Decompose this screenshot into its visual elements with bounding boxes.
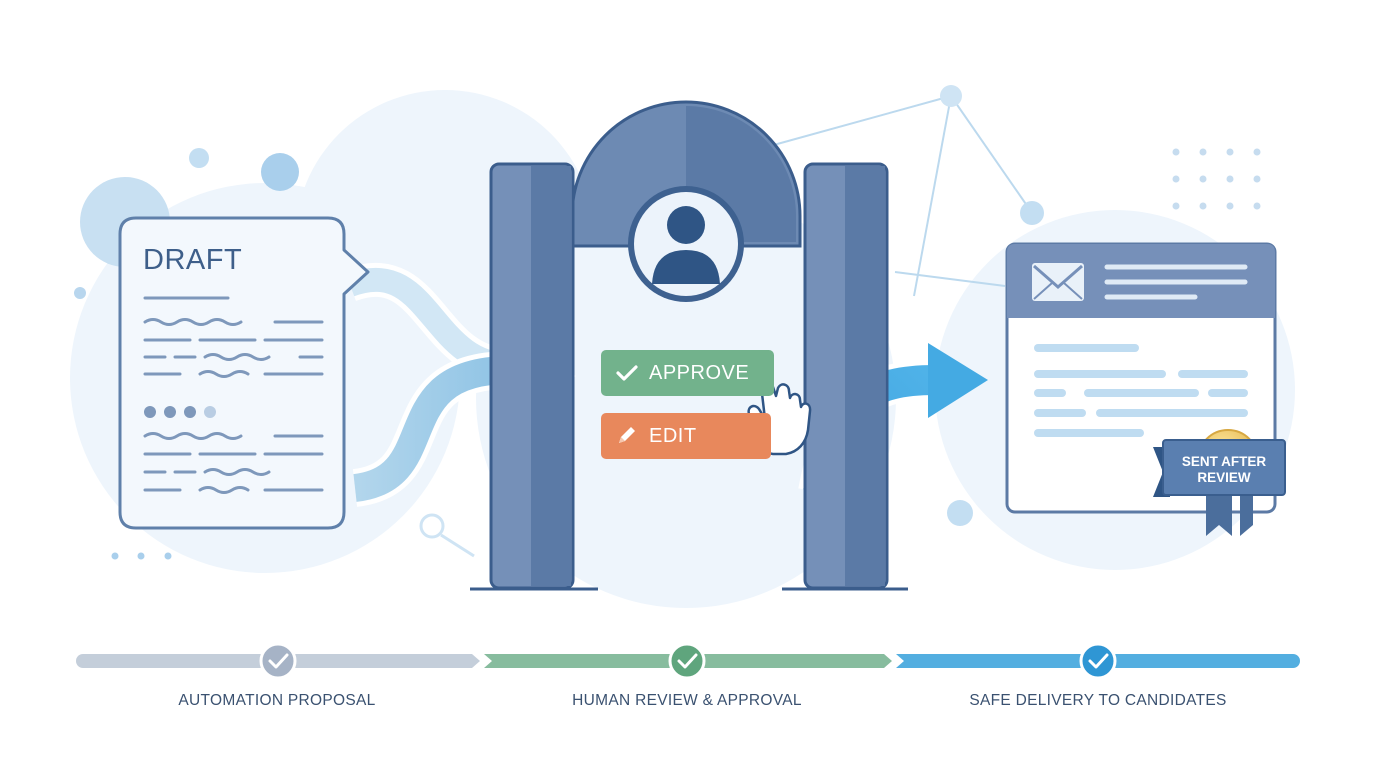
draft-document-card bbox=[118, 216, 370, 530]
edit-button[interactable]: EDIT bbox=[601, 413, 771, 459]
user-avatar-icon bbox=[628, 186, 744, 302]
step-label-automation-proposal: AUTOMATION PROPOSAL bbox=[178, 692, 376, 709]
draft-title: DRAFT bbox=[143, 244, 243, 276]
pencil-icon bbox=[615, 425, 641, 447]
dot-grid bbox=[1172, 148, 1261, 210]
award-ribbon-icon bbox=[1153, 429, 1286, 536]
step-label-safe-delivery: SAFE DELIVERY TO CANDIDATES bbox=[969, 692, 1227, 709]
step-3-check-icon bbox=[1079, 642, 1117, 680]
edit-label: EDIT bbox=[649, 424, 697, 447]
approve-label: APPROVE bbox=[649, 361, 750, 384]
approve-button[interactable]: APPROVE bbox=[601, 350, 774, 396]
step-2-check-icon bbox=[668, 642, 706, 680]
step-1-check-icon bbox=[259, 642, 297, 680]
sent-after-review-badge: SENT AFTER REVIEW bbox=[1181, 454, 1267, 485]
review-gate bbox=[470, 100, 908, 591]
step-label-human-review: HUMAN REVIEW & APPROVAL bbox=[572, 692, 802, 709]
progress-timeline bbox=[76, 642, 1300, 680]
check-icon bbox=[615, 363, 641, 383]
network-lines bbox=[769, 85, 1044, 297]
magnifier-icon bbox=[419, 513, 475, 558]
envelope-icon bbox=[1032, 263, 1084, 301]
